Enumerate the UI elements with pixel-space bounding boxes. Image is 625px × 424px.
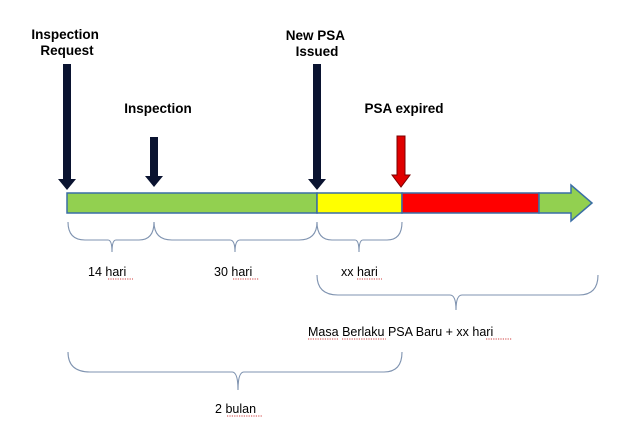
new-psa-issued-arrow-icon [308,64,326,190]
inspection-arrow-icon [145,137,163,187]
duration-xx-hari: xx hari [341,265,378,279]
brace-2-bulan [67,351,403,391]
brace-14-hari [67,221,155,253]
timeline-segment-green [66,192,318,214]
psa-expired-label: PSA expired [364,101,443,116]
timeline-segment-red [401,192,540,214]
psa-expired-arrow-icon [391,135,411,188]
inspection-label: Inspection [124,101,192,116]
inspection-request-arrow-icon [58,64,76,190]
duration-masa-berlaku: Masa Berlaku PSA Baru + xx hari [308,325,493,339]
duration-14-hari: 14 hari [88,265,126,279]
brace-30-hari [153,221,318,253]
brace-masa-berlaku [316,274,599,311]
duration-2-bulan: 2 bulan [215,402,256,416]
brace-xx-hari [316,221,403,253]
new-psa-issued-label: New PSA Issued [286,28,349,59]
timeline-segment-yellow [316,192,403,214]
timeline-arrowhead [538,183,594,223]
duration-30-hari: 30 hari [214,265,252,279]
inspection-request-label: Inspection Request [31,27,102,58]
